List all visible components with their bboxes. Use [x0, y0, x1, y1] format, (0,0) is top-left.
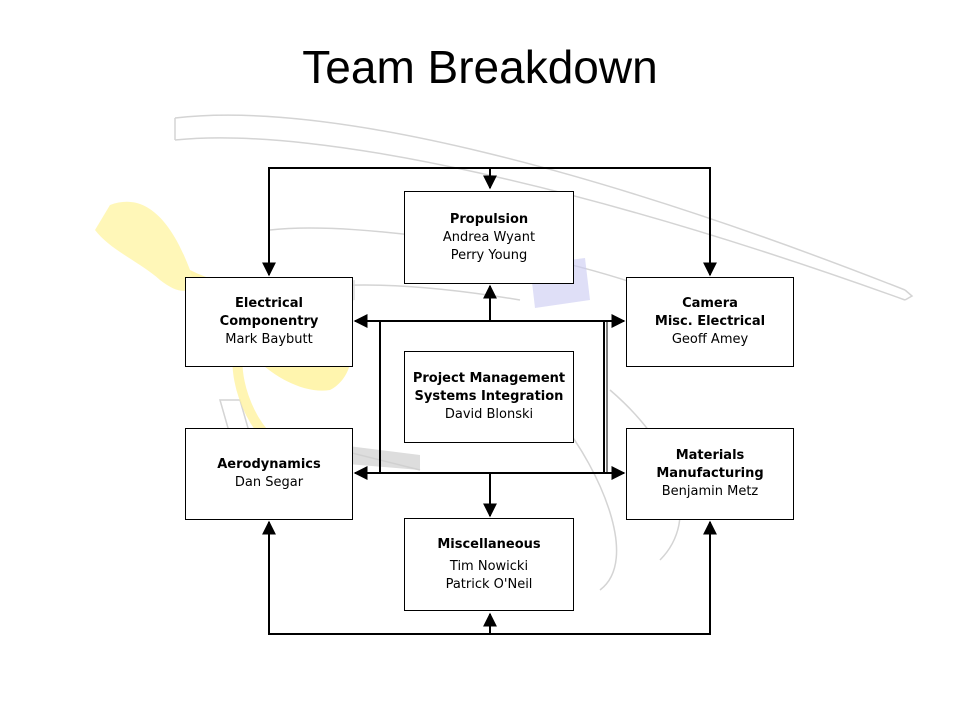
box-aerodynamics-heading: Aerodynamics — [217, 457, 321, 472]
box-electrical-heading-1: Electrical — [235, 296, 303, 311]
box-aerodynamics: Aerodynamics Dan Segar — [185, 428, 353, 520]
member-name: Andrea Wyant — [442, 229, 536, 245]
connector-top-left — [262, 167, 490, 277]
box-camera-heading-1: Camera — [682, 296, 738, 311]
box-camera-heading-2: Misc. Electrical — [654, 314, 766, 329]
box-propulsion: Propulsion Andrea Wyant Perry Young — [404, 191, 574, 284]
member-name: Geoff Amey — [671, 332, 749, 347]
box-miscellaneous: Miscellaneous Tim Nowicki Patrick O'Neil — [404, 518, 574, 611]
box-miscellaneous-heading: Miscellaneous — [437, 536, 541, 552]
page-title: Team Breakdown — [302, 41, 658, 93]
member-name: Tim Nowicki — [449, 558, 529, 574]
connector-bottom-right — [490, 520, 717, 635]
box-propulsion-heading: Propulsion — [449, 211, 529, 227]
box-electrical-componentry: Electrical Componentry Mark Baybutt — [185, 277, 353, 367]
member-name: Perry Young — [450, 247, 528, 263]
box-pm-heading-2: Systems Integration — [414, 389, 564, 404]
connector-top-right — [490, 167, 717, 277]
box-materials-heading-1: Materials — [675, 448, 745, 463]
member-name: Mark Baybutt — [225, 332, 313, 347]
box-project-management: Project Management Systems Integration D… — [404, 351, 574, 443]
box-materials-heading-2: Manufacturing — [656, 466, 764, 481]
box-materials-manufacturing: Materials Manufacturing Benjamin Metz — [626, 428, 794, 520]
box-electrical-heading-2: Componentry — [219, 314, 319, 329]
box-pm-heading-1: Project Management — [412, 371, 566, 386]
box-camera: Camera Misc. Electrical Geoff Amey — [626, 277, 794, 367]
member-name: Patrick O'Neil — [445, 576, 533, 592]
member-name: Dan Segar — [234, 475, 304, 490]
member-name: Benjamin Metz — [661, 484, 759, 499]
connector-bottom-left — [262, 520, 490, 635]
member-name: David Blonski — [444, 407, 534, 422]
